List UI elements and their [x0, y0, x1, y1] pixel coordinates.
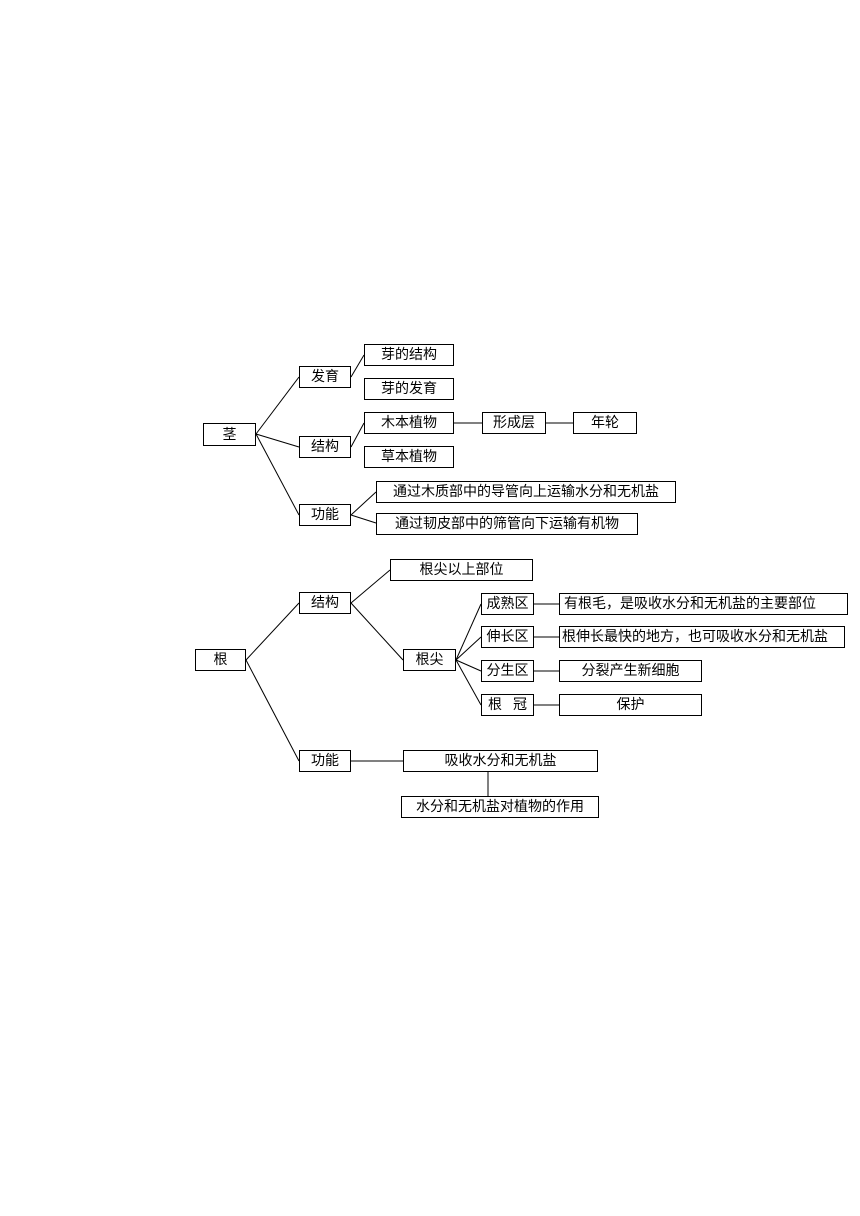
herbaceous-plant-node: 草本植物 — [364, 446, 454, 468]
line-stem-fayu — [255, 376, 300, 435]
xylem-function-node: 通过木质部中的导管向上运输水分和无机盐 — [376, 481, 676, 503]
line-tip-maturation — [455, 603, 482, 661]
bud-structure-node: 芽的结构 — [364, 344, 454, 366]
root-tip-node: 根尖 — [403, 649, 456, 671]
woody-plant-node: 木本植物 — [364, 412, 454, 434]
stem-root-node: 茎 — [203, 423, 256, 446]
elongation-desc-node: 根伸长最快的地方，也可吸收水分和无机盐 — [559, 626, 845, 648]
line-root-gongneng — [245, 659, 300, 762]
bud-development-node: 芽的发育 — [364, 378, 454, 400]
line-fayu-bud-structure — [350, 354, 365, 378]
above-tip-node: 根尖以上部位 — [390, 559, 533, 581]
maturation-desc-node: 有根毛，是吸收水分和无机盐的主要部位 — [559, 593, 848, 615]
meristem-desc-node: 分裂产生新细胞 — [559, 660, 702, 682]
phloem-function-node: 通过韧皮部中的筛管向下运输有机物 — [376, 513, 638, 535]
line-gongneng-phloem — [350, 514, 377, 524]
root-root-node: 根 — [195, 649, 246, 671]
root-gongneng-node: 功能 — [299, 750, 351, 772]
annual-ring-node: 年轮 — [573, 412, 637, 434]
root-cap-node: 根 冠 — [481, 694, 534, 716]
stem-fayu-node: 发育 — [299, 366, 351, 388]
maturation-zone-node: 成熟区 — [481, 593, 534, 615]
elongation-zone-node: 伸长区 — [481, 626, 534, 648]
line-gongneng-xylem — [350, 491, 377, 516]
effect-node: 水分和无机盐对植物的作用 — [401, 796, 599, 818]
meristem-zone-node: 分生区 — [481, 660, 534, 682]
stem-jiegou-node: 结构 — [299, 436, 351, 458]
root-cap-char-1: 根 — [488, 697, 502, 713]
line-stem-gongneng — [255, 433, 300, 516]
line-jiegou-woody — [350, 422, 365, 448]
stem-gongneng-node: 功能 — [299, 504, 351, 526]
line-tip-meristem — [455, 659, 482, 672]
line-jiegou-above-tip — [350, 569, 391, 604]
line-tip-elongation — [455, 636, 482, 661]
cambium-node: 形成层 — [482, 412, 546, 434]
root-cap-char-2: 冠 — [513, 697, 527, 713]
root-jiegou-node: 结构 — [299, 592, 351, 614]
absorb-node: 吸收水分和无机盐 — [403, 750, 598, 772]
line-root-jiegou — [245, 602, 300, 661]
root-cap-desc-node: 保护 — [559, 694, 702, 716]
line-tip-cap — [455, 659, 482, 706]
line-jiegou-root-tip — [350, 602, 404, 661]
line-stem-jiegou — [255, 433, 300, 448]
